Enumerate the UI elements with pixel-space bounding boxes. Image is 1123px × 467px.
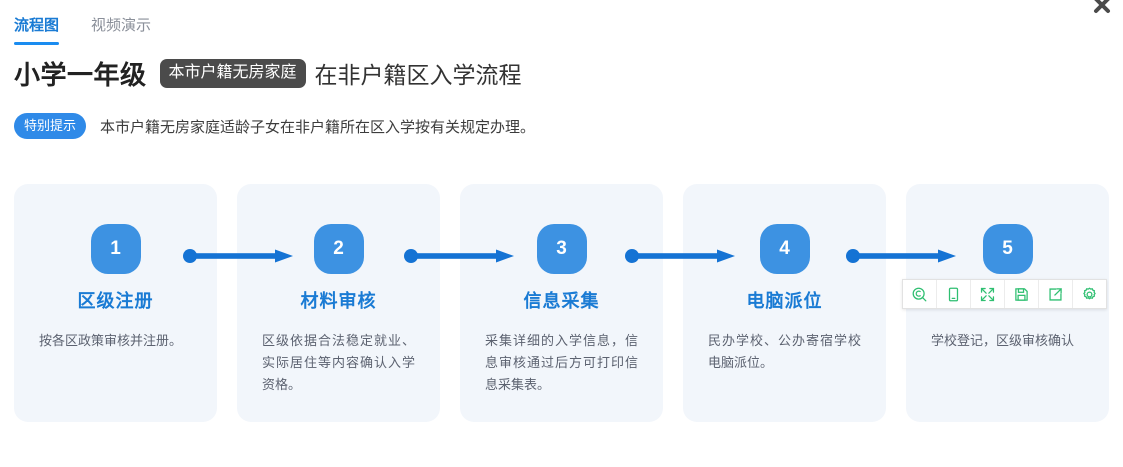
close-button[interactable]	[1091, 0, 1113, 16]
share-icon	[1049, 287, 1062, 301]
step-badge-2: 2	[313, 224, 364, 274]
flow-card-title-1: 区级注册	[77, 291, 154, 311]
toolbar-fullscreen-button[interactable]	[971, 280, 1005, 308]
flow-card-1[interactable]: 1 区级注册 按各区政策审核并注册。	[14, 184, 217, 422]
step-badge-3: 3	[536, 224, 587, 274]
tab-flowchart[interactable]: 流程图	[14, 16, 60, 45]
fullscreen-icon	[980, 287, 995, 301]
toolbar-mobile-button[interactable]	[937, 280, 971, 308]
special-tip: 特别提示 本市户籍无房家庭适龄子女在非户籍所在区入学按有关规定办理。	[0, 91, 1123, 140]
close-icon	[1094, 0, 1110, 13]
page-title-rest: 在非户籍区入学流程	[314, 62, 522, 88]
flow-card-desc-3: 采集详细的入学信息，信息审核通过后方可打印信息采集表。	[485, 333, 638, 392]
toolbar-save-button[interactable]	[1005, 280, 1039, 308]
step-badge-4: 4	[759, 224, 810, 274]
step-badge-1: 1	[90, 224, 141, 274]
special-tip-text: 本市户籍无房家庭适龄子女在非户籍所在区入学按有关规定办理。	[100, 118, 536, 136]
flow-card-title-2: 材料审核	[300, 291, 377, 311]
flow-card-3[interactable]: 3 信息采集 采集详细的入学信息，信息审核通过后方可打印信息采集表。	[460, 184, 663, 422]
step-badge-5: 5	[982, 224, 1033, 274]
flow-card-desc-2: 区级依据合法稳定就业、实际居住等内容确认入学资格。	[262, 333, 415, 392]
tab-bar: 流程图 视频演示	[0, 0, 1123, 45]
flow-chart: 1 区级注册 按各区政策审核并注册。 2 材料审核 区级依据合法稳定就业、实际居…	[0, 184, 1123, 422]
flow-card-desc-4: 民办学校、公办寄宿学校电脑派位。	[708, 333, 861, 370]
tab-flowchart-label: 流程图	[14, 17, 60, 34]
toolbar-settings-button[interactable]	[1073, 280, 1106, 308]
flow-card-title-3: 信息采集	[523, 291, 600, 311]
page-title-main: 小学一年级	[14, 59, 147, 90]
mobile-icon	[948, 287, 959, 301]
flow-card-desc-5: 学校登记，区级审核确认	[931, 333, 1075, 348]
tab-video-demo[interactable]: 视频演示	[91, 16, 151, 45]
toolbar-share-button[interactable]	[1039, 280, 1073, 308]
tab-video-demo-label: 视频演示	[91, 17, 152, 34]
save-icon	[1015, 287, 1028, 301]
flow-card-2[interactable]: 2 材料审核 区级依据合法稳定就业、实际居住等内容确认入学资格。	[237, 184, 440, 422]
floating-toolbar[interactable]	[902, 279, 1107, 309]
toolbar-zoom-button[interactable]	[903, 280, 937, 308]
page-title-tag: 本市户籍无房家庭	[159, 58, 306, 88]
flow-card-title-4: 电脑派位	[746, 291, 823, 311]
flow-card-4[interactable]: 4 电脑派位 民办学校、公办寄宿学校电脑派位。	[683, 184, 886, 422]
special-tip-badge: 特别提示	[14, 113, 87, 139]
flow-card-desc-1: 按各区政策审核并注册。	[39, 333, 183, 348]
zoom-icon	[912, 287, 927, 301]
page-title: 小学一年级 本市户籍无房家庭 在非户籍区入学流程	[0, 34, 1123, 91]
gear-icon	[1083, 287, 1096, 299]
